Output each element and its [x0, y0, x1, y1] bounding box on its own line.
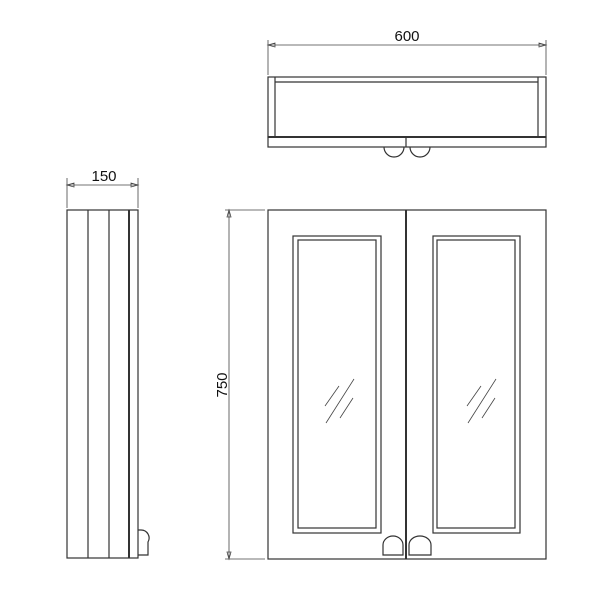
side-view-body	[66, 209, 139, 559]
top-view-body	[267, 76, 547, 138]
right-door-frame-outer	[432, 235, 521, 534]
height-arrows	[226, 208, 232, 561]
front-view: 750	[214, 208, 547, 561]
left-glass-reflection-icon	[324, 378, 355, 424]
side-view: 150	[65, 168, 150, 559]
right-door-glass	[436, 239, 516, 529]
right-door-handle	[408, 535, 432, 556]
depth-arrows	[65, 182, 140, 188]
depth-label: 150	[91, 168, 116, 185]
height-label: 750	[214, 372, 231, 397]
top-view-handle-left	[383, 146, 405, 158]
left-door-frame-outer	[292, 235, 382, 534]
width-label: 600	[394, 28, 419, 45]
top-view-doors	[267, 136, 547, 148]
left-door-handle	[382, 535, 404, 556]
right-glass-reflection-icon	[466, 378, 497, 424]
top-view: 600	[266, 28, 548, 158]
width-arrows	[266, 42, 548, 48]
side-view-handle	[138, 529, 150, 556]
top-view-handle-right	[409, 146, 431, 158]
left-door-glass	[297, 239, 377, 529]
